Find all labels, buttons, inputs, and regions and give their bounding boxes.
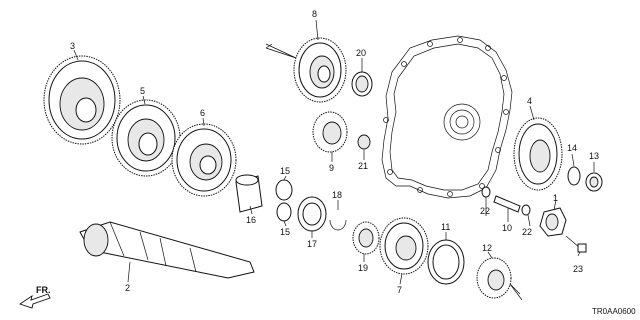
ring-part-11 (427, 239, 465, 285)
front-direction-arrow: FR. (18, 285, 51, 309)
set-arrows-8 (265, 43, 297, 59)
bolt-part-23 (565, 235, 587, 253)
label-part-1: 1 (553, 193, 558, 203)
gear-part-8 (293, 37, 347, 103)
label-part-5: 5 (140, 86, 145, 96)
label-part-6: 6 (200, 108, 205, 118)
ring-part-17 (297, 196, 327, 232)
label-part-22-left: 22 (480, 206, 490, 216)
label-part-8: 8 (312, 9, 317, 19)
label-part-13: 13 (589, 151, 599, 161)
ring-part-15-upper (275, 179, 293, 201)
label-part-17: 17 (307, 239, 317, 249)
label-part-9: 9 (329, 163, 334, 173)
ring-part-14 (567, 166, 581, 186)
label-part-7: 7 (397, 285, 402, 295)
direction-label: FR. (36, 285, 51, 295)
label-part-2: 2 (125, 283, 130, 293)
bearing-part-20 (351, 71, 373, 97)
gear-part-3 (43, 55, 121, 145)
diagram-code: TR0AA0600 (592, 307, 636, 316)
label-part-22-right: 22 (522, 227, 532, 237)
gear-part-7 (379, 217, 429, 275)
gear-part-4 (513, 117, 563, 191)
sleeve-part-16 (235, 174, 263, 213)
arrow-icon (18, 293, 51, 309)
label-part-11: 11 (441, 222, 450, 232)
label-part-12: 12 (482, 243, 492, 253)
label-part-23: 23 (573, 264, 583, 274)
label-part-20: 20 (356, 48, 366, 58)
nut-part-13 (585, 172, 603, 192)
label-part-10: 10 (502, 223, 512, 233)
case-bolt-holes (383, 37, 509, 197)
part-labels: 1 2 3 4 5 6 7 8 9 10 11 12 13 14 15 15 1… (70, 9, 599, 295)
gear-part-5 (111, 99, 181, 177)
bearing-part-21 (357, 134, 371, 150)
ring-part-15-lower (276, 202, 292, 222)
gear-part-6 (171, 123, 237, 197)
label-part-16: 16 (246, 215, 256, 225)
label-part-15-lower: 15 (280, 227, 290, 237)
snap-ring-part-18 (329, 219, 347, 231)
label-part-4: 4 (527, 96, 532, 106)
label-part-14: 14 (567, 143, 577, 153)
bearing-part-19 (352, 221, 380, 255)
shaft-part-2 (79, 221, 255, 279)
gear-part-12 (476, 257, 512, 299)
label-part-15-upper: 15 (280, 166, 290, 176)
label-part-18: 18 (332, 190, 342, 200)
label-part-21: 21 (358, 161, 368, 171)
washer-part-22-left (481, 186, 491, 198)
set-arrows-12 (509, 283, 523, 301)
label-part-3: 3 (70, 41, 75, 51)
leader-lines (73, 19, 595, 285)
washer-part-22-right (521, 204, 531, 216)
gear-part-9 (312, 111, 348, 153)
pin-part-10 (493, 195, 521, 213)
label-part-19: 19 (358, 263, 368, 273)
sensor-part-1 (539, 207, 567, 237)
transmission-case (381, 35, 513, 199)
